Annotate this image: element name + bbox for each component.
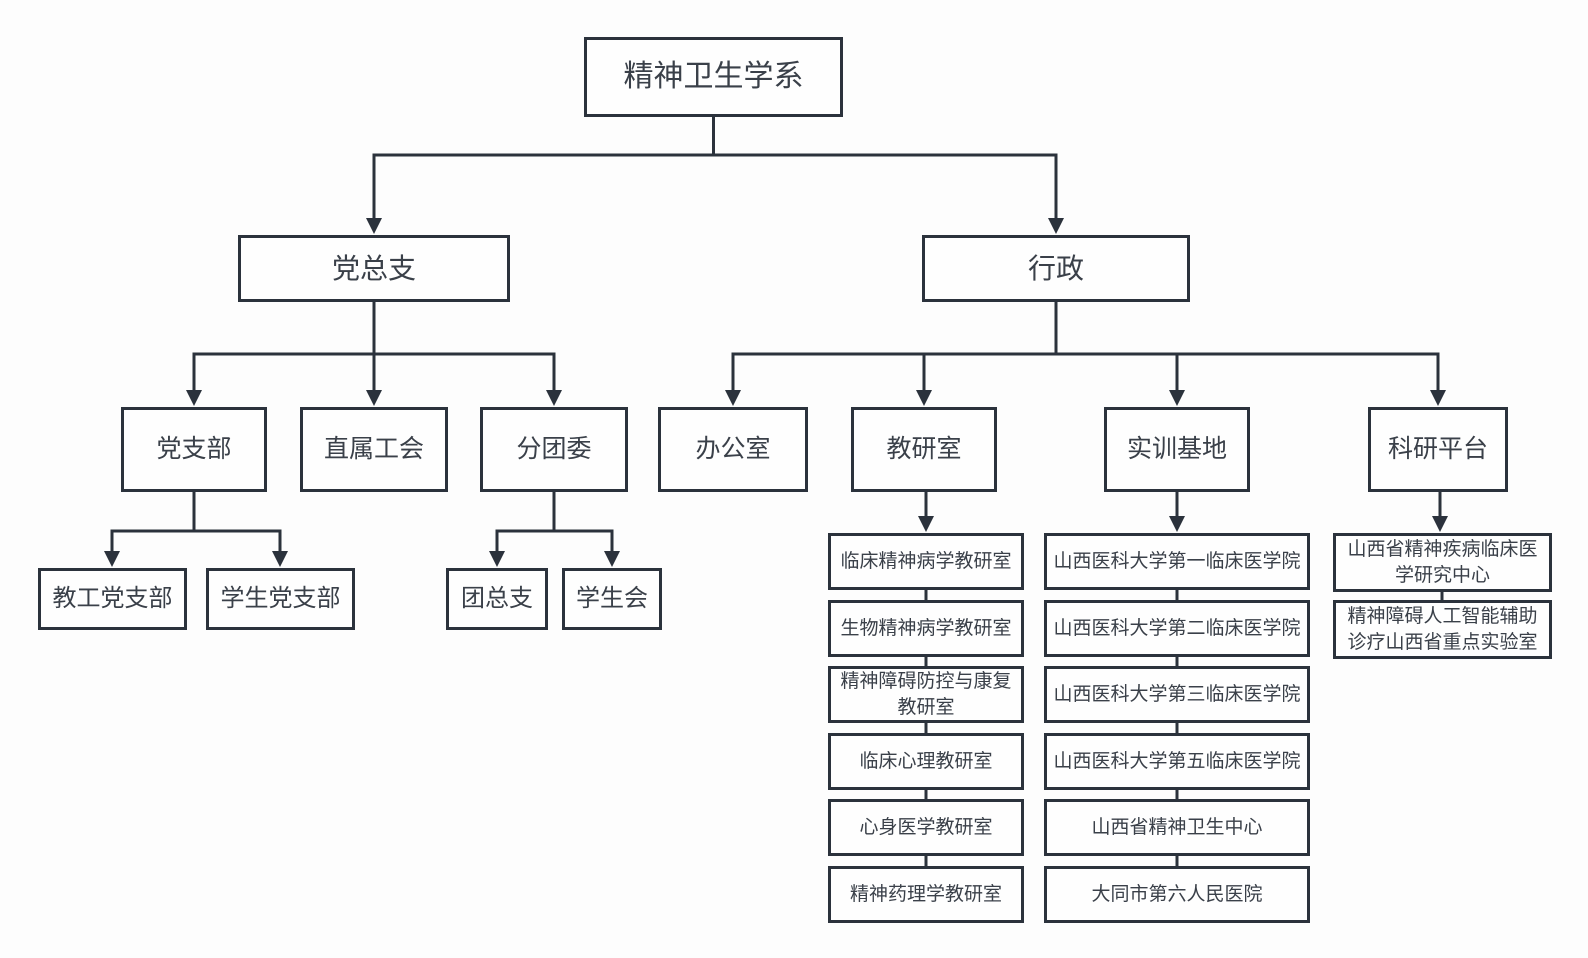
node-mental-health-department: 精神卫生学系 bbox=[584, 37, 843, 117]
node-research-platform: 科研平台 bbox=[1368, 407, 1508, 492]
node-party-general-branch: 党总支 bbox=[238, 235, 510, 302]
node-staff-party-branch: 教工党支部 bbox=[38, 568, 187, 630]
node-teaching-office-item: 精神障碍防控与康复教研室 bbox=[828, 666, 1024, 723]
node-teaching-office-item: 心身医学教研室 bbox=[828, 799, 1024, 856]
node-office: 办公室 bbox=[658, 407, 808, 492]
node-training-base-item: 山西省精神卫生中心 bbox=[1044, 799, 1310, 856]
node-teaching-office-item: 精神药理学教研室 bbox=[828, 866, 1024, 923]
node-training-base: 实训基地 bbox=[1104, 407, 1250, 492]
node-party-branch: 党支部 bbox=[121, 407, 267, 492]
node-teaching-office-item: 生物精神病学教研室 bbox=[828, 600, 1024, 657]
node-student-party-branch: 学生党支部 bbox=[206, 568, 355, 630]
node-league-general-branch: 团总支 bbox=[446, 568, 548, 630]
node-youth-league-committee: 分团委 bbox=[480, 407, 628, 492]
node-directly-affiliated-union: 直属工会 bbox=[300, 407, 448, 492]
node-training-base-item: 大同市第六人民医院 bbox=[1044, 866, 1310, 923]
node-research-platform-item: 山西省精神疾病临床医学研究中心 bbox=[1333, 533, 1552, 592]
node-training-base-item: 山西医科大学第二临床医学院 bbox=[1044, 600, 1310, 657]
node-student-union: 学生会 bbox=[562, 568, 662, 630]
node-administration: 行政 bbox=[922, 235, 1190, 302]
node-teaching-office-item: 临床心理教研室 bbox=[828, 733, 1024, 790]
node-teaching-research-section: 教研室 bbox=[851, 407, 997, 492]
node-training-base-item: 山西医科大学第三临床医学院 bbox=[1044, 666, 1310, 723]
node-research-platform-item: 精神障碍人工智能辅助诊疗山西省重点实验室 bbox=[1333, 600, 1552, 659]
node-training-base-item: 山西医科大学第一临床医学院 bbox=[1044, 533, 1310, 590]
node-training-base-item: 山西医科大学第五临床医学院 bbox=[1044, 733, 1310, 790]
node-teaching-office-item: 临床精神病学教研室 bbox=[828, 533, 1024, 590]
arrowheads bbox=[104, 218, 1448, 567]
